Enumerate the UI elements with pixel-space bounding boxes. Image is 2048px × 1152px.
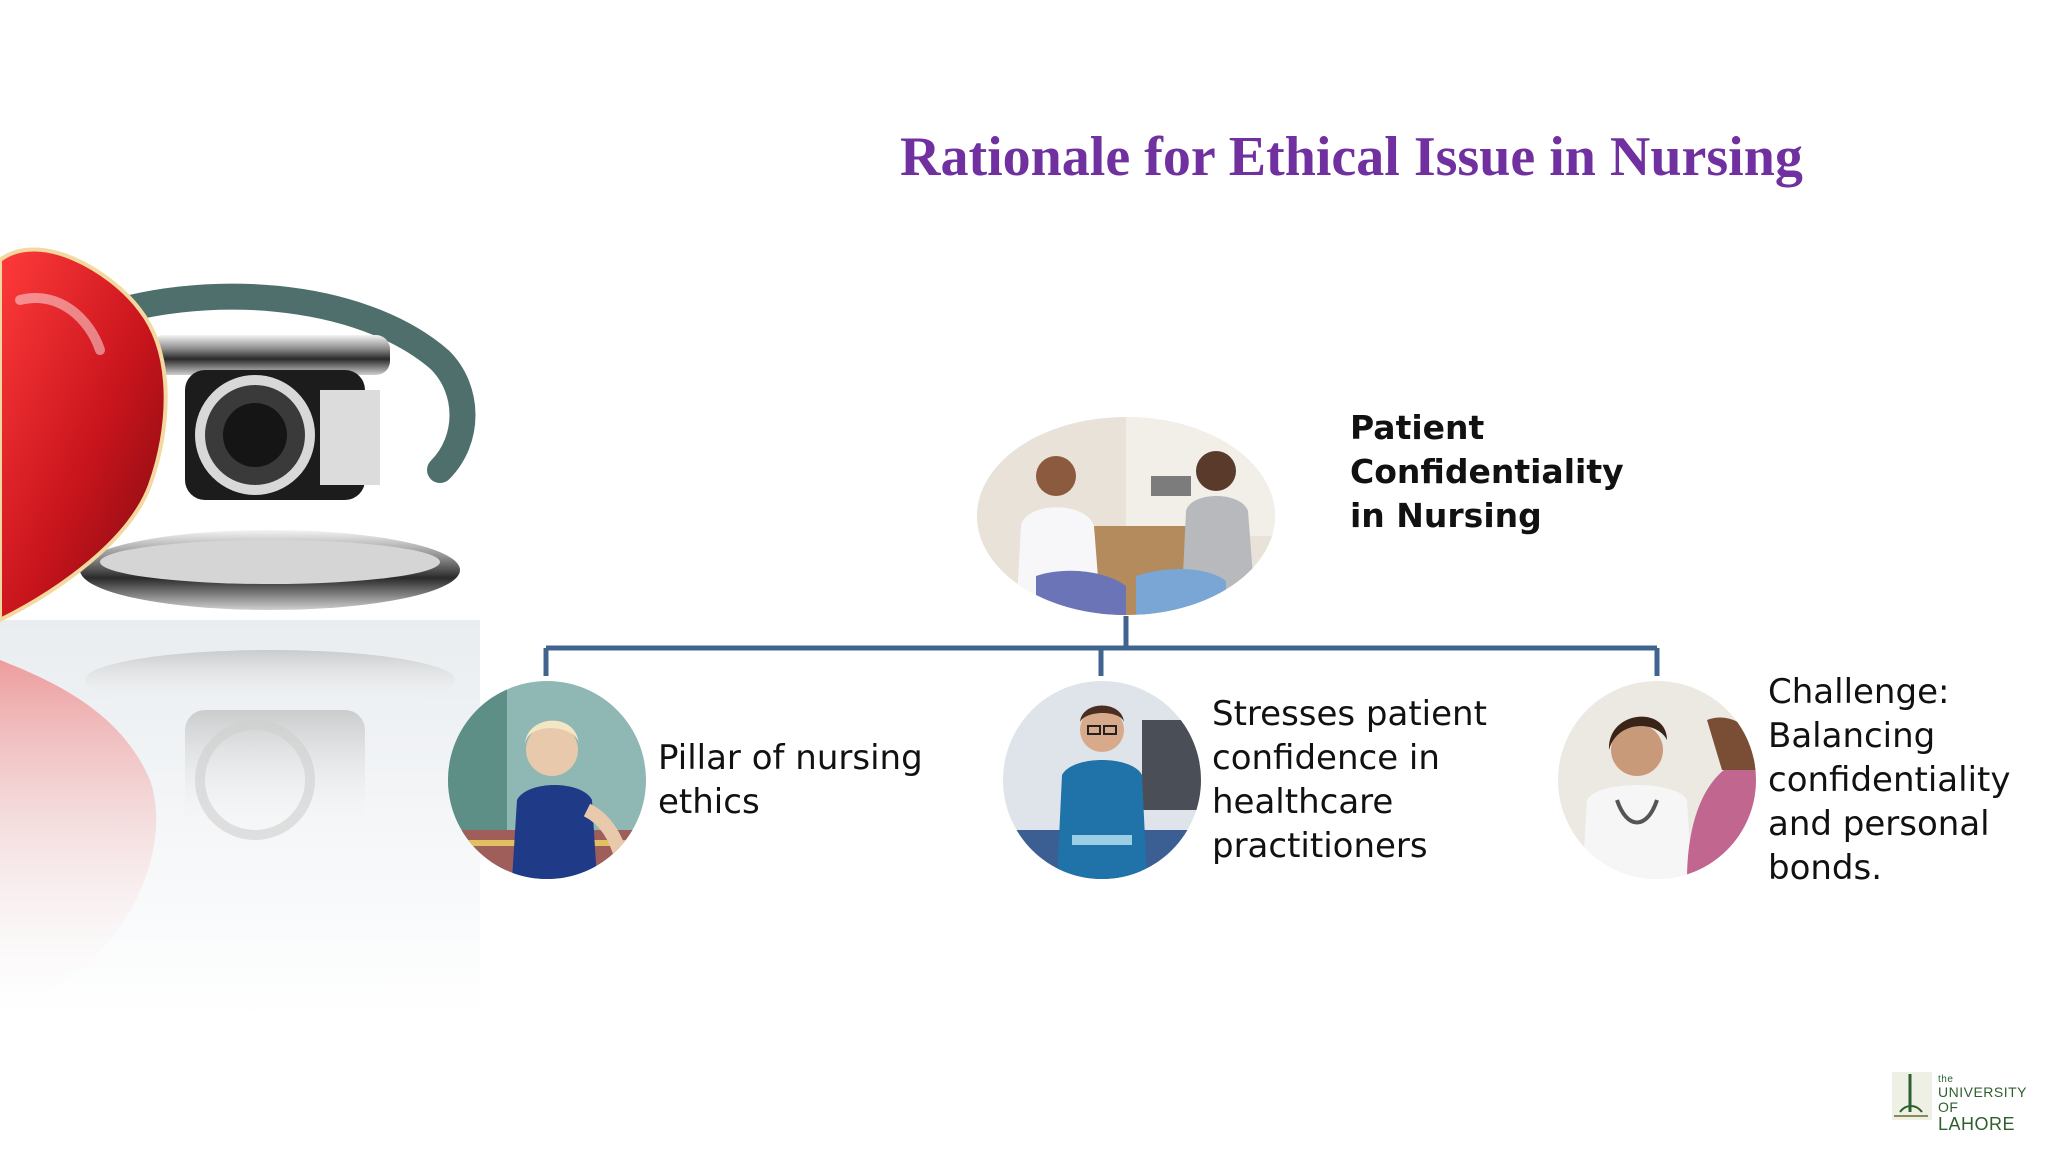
child-node-2-label-line: practitioners [1212,826,1428,866]
connector-lines [543,616,1660,676]
university-logo-icon [1892,1072,1932,1120]
child-node-2-label-line: confidence in [1212,738,1440,778]
child-node-1-label-line: Pillar of nursing [658,738,923,778]
root-node-image [977,417,1275,615]
slide-title: Rationale for Ethical Issue in Nursing [900,126,1803,188]
root-node-label-line: Patient [1350,408,1485,447]
logo-line: the [1938,1074,1954,1085]
child-node-1-label: Pillar of nursing ethics [658,736,988,824]
child-node-3-label-line: Challenge: [1768,672,1950,712]
root-node-label: Patient Confidentiality in Nursing [1350,406,1640,538]
child-node-3-label-line: confidentiality [1768,760,2011,800]
child-node-2-image [1003,681,1201,879]
child-node-1-label-line: ethics [658,782,760,822]
stethoscope-heart-image [0,247,480,1020]
child-node-2-label-line: healthcare [1212,782,1394,822]
child-node-1-image [448,681,646,879]
child-node-3-label-line: and personal [1768,804,1990,844]
university-logo-text: the UNIVERSITY OF LAHORE [1938,1074,2048,1133]
child-node-3-label: Challenge: Balancing confidentiality and… [1768,670,2038,890]
child-node-3-label-line: bonds. [1768,848,1883,888]
child-node-2-label: Stresses patient confidence in healthcar… [1212,692,1542,868]
child-node-3-label-line: Balancing [1768,716,1936,756]
logo-line: LAHORE [1938,1114,2016,1134]
root-node-label-line: Confidentiality [1350,452,1624,491]
child-node-3-image [1558,681,1756,879]
logo-line: UNIVERSITY OF [1938,1084,2027,1115]
child-node-2-label-line: Stresses patient [1212,694,1487,734]
root-node-label-line: in Nursing [1350,496,1542,535]
